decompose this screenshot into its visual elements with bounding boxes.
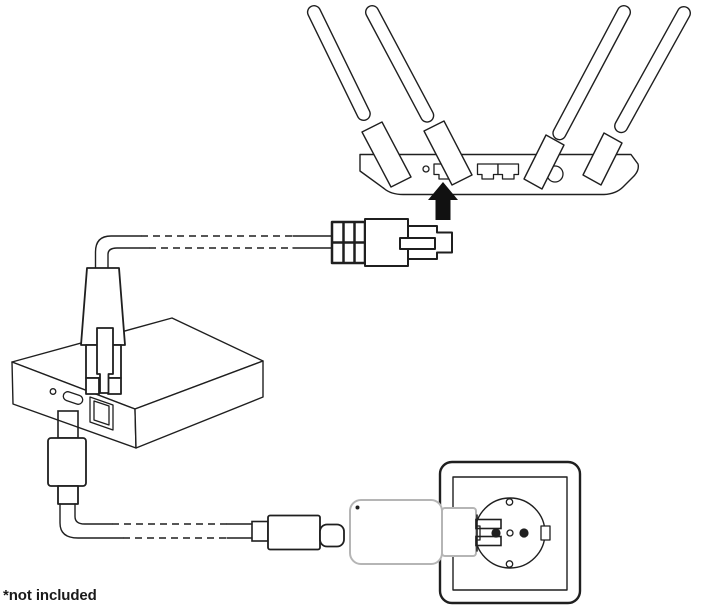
adapter-collar [441, 507, 477, 557]
rj45-connector-right-icon [330, 218, 453, 267]
not-included-caption: *not included [3, 587, 97, 604]
micro-usb-port [62, 391, 84, 405]
reset-hole [422, 165, 430, 173]
socket-pin-hole-left [491, 528, 501, 538]
socket-screw-top [505, 498, 514, 506]
network-bridge-box-icon [11, 317, 264, 449]
usb-cable-icon [47, 410, 345, 551]
rj45-latch [399, 237, 436, 250]
antenna-mount-1 [361, 121, 412, 188]
socket-earth-clip-right [540, 525, 551, 541]
antenna-mount-3 [523, 134, 565, 190]
antenna-3 [552, 5, 632, 141]
rj45-boot [80, 267, 126, 346]
antenna-mount-2 [423, 120, 473, 186]
status-led [49, 388, 57, 395]
usb-cable-line [74, 503, 113, 525]
antenna-1 [306, 5, 371, 122]
adapter-pin-top [475, 518, 502, 530]
socket-center-hole [506, 529, 514, 537]
adapter-asterisk-mark [355, 505, 360, 510]
usb-cable-line [59, 503, 124, 539]
wifi-router-icon [306, 5, 691, 196]
micro-usb-plug-body [47, 437, 87, 487]
usb-a-tip [319, 523, 345, 548]
antenna-4 [614, 5, 691, 134]
ethernet-port-inner [93, 400, 110, 426]
ethernet-cable-line [94, 235, 142, 269]
usb-a-neck [251, 520, 269, 542]
rj45-foot-left [85, 377, 100, 395]
antenna-2 [364, 5, 435, 123]
rj45-foot-right [107, 377, 122, 395]
socket-screw-bottom [505, 560, 514, 568]
ethernet-cable-line [107, 247, 150, 269]
usb-a-body [267, 514, 321, 551]
micro-usb-plug-strain [57, 485, 79, 505]
adapter-pin-bottom [475, 535, 502, 547]
adapter-body [349, 499, 443, 565]
wall-socket-icon [438, 460, 582, 605]
antenna-mount-4 [582, 132, 623, 186]
lan-port-3 [497, 163, 520, 180]
rj45-latch [96, 327, 114, 394]
bridge-right-face [134, 360, 264, 449]
power-adapter-icon [349, 499, 502, 565]
rj45-connector-left-icon [80, 267, 126, 395]
socket-pin-hole-right [519, 528, 529, 538]
plug-into-port-arrow-icon [428, 182, 458, 220]
ethernet-cable-icon [94, 218, 453, 269]
